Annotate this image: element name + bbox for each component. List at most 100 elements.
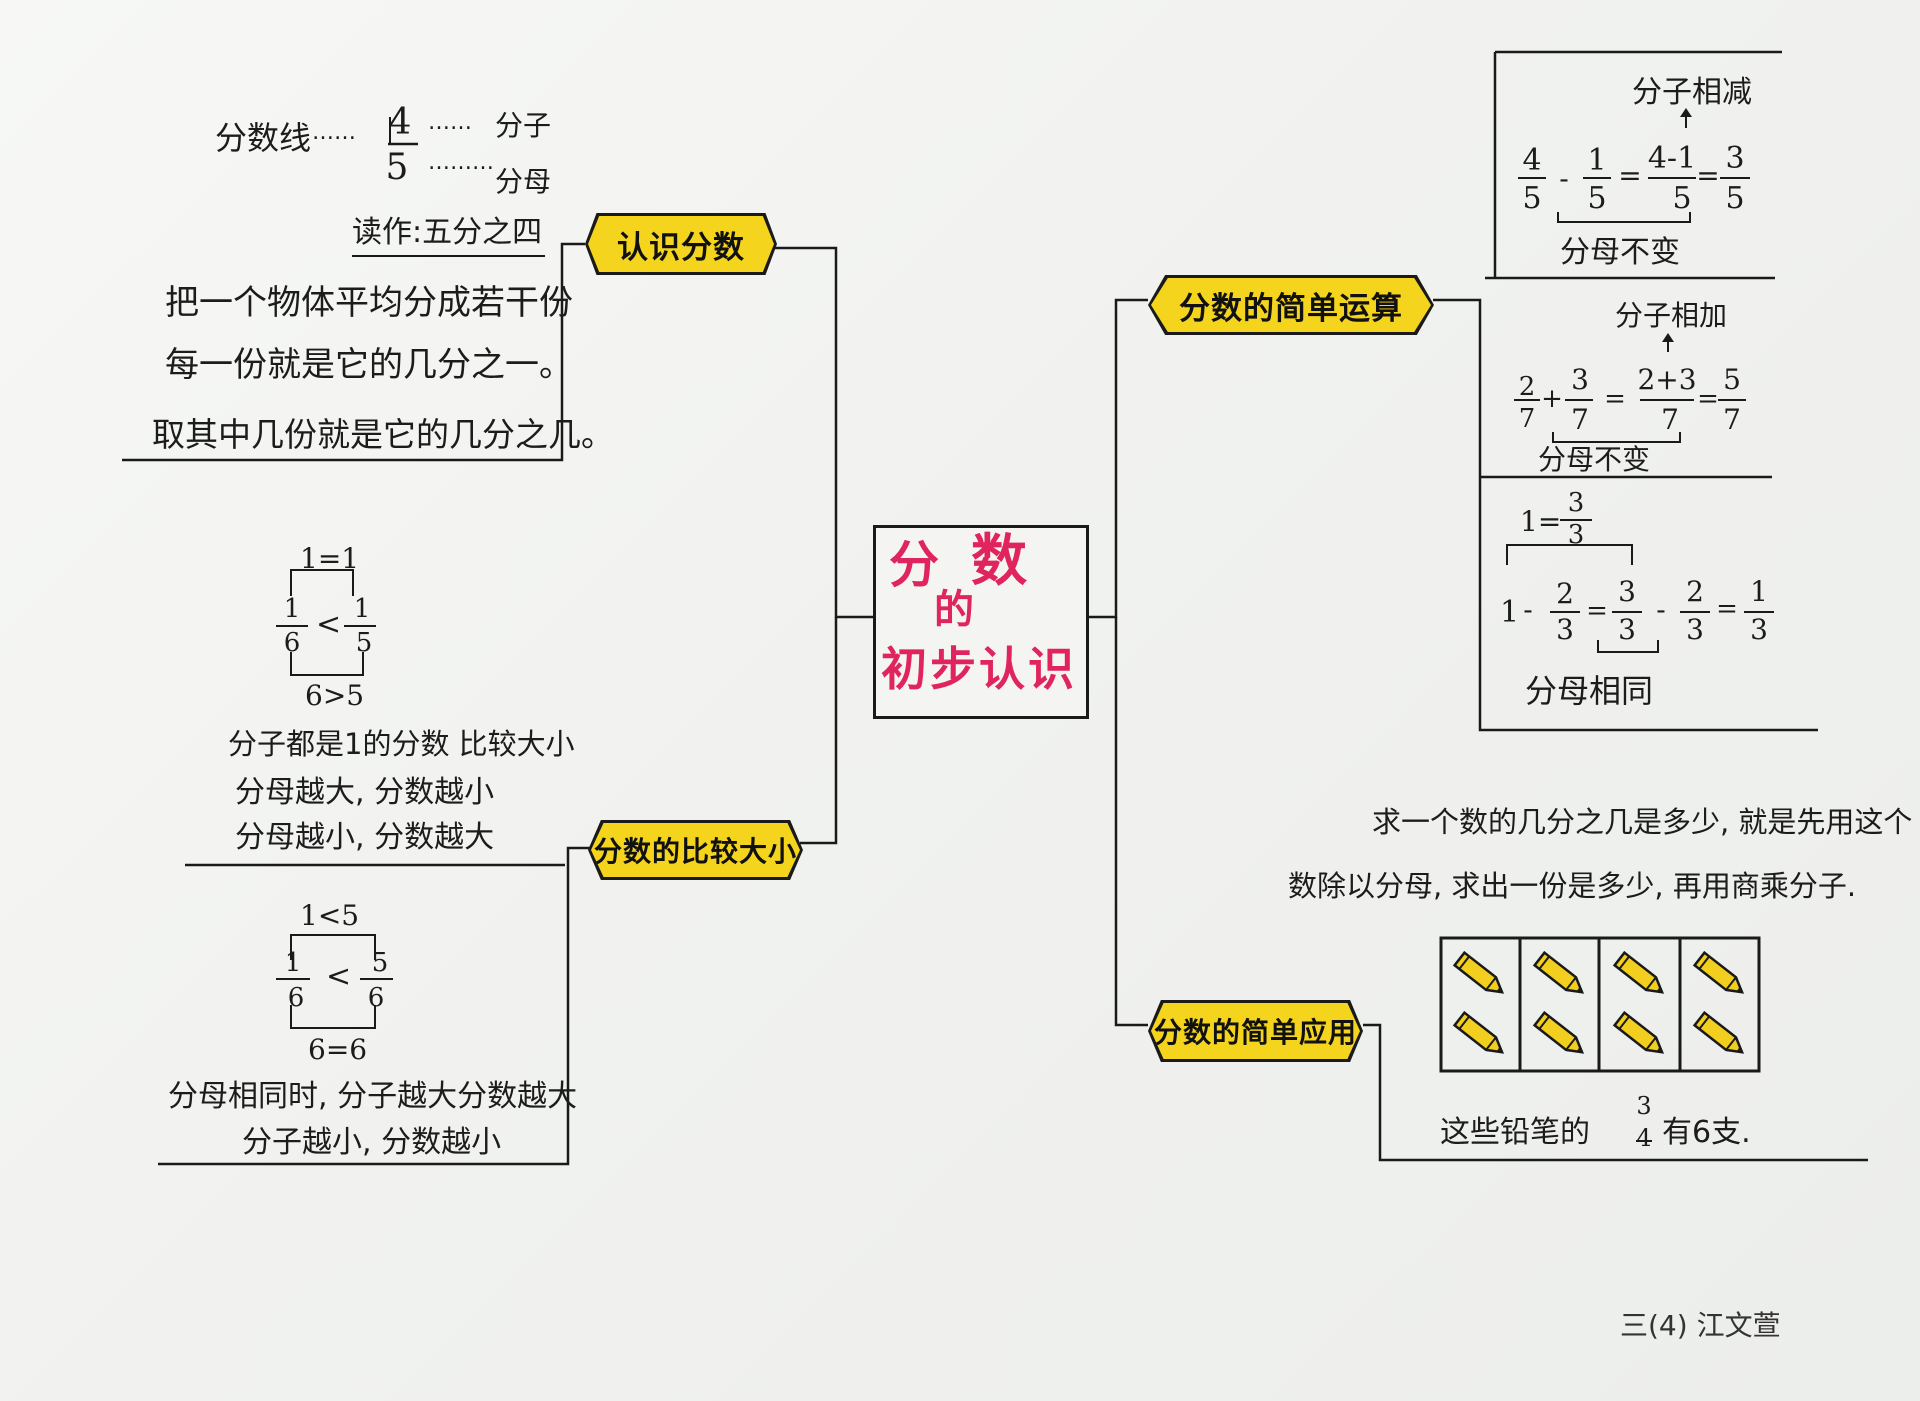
center-title-box: 分 数 的 初步认识: [873, 525, 1089, 719]
sub-a-num: 4: [1522, 143, 1542, 178]
definition-line-3: 取其中几份就是它的几分之几。: [152, 415, 614, 454]
sub-a-den: 5: [1522, 181, 1542, 216]
one-bottom-bracket: [1597, 640, 1659, 653]
center-title-de: 的: [934, 587, 974, 633]
ex1-b-numerator: 1: [353, 594, 371, 624]
add-arrow-head: [1662, 333, 1674, 342]
one-sub-c-den: 3: [1686, 613, 1704, 646]
sub-arrow-head: [1680, 108, 1692, 117]
fraction-line-label: 分数线: [215, 119, 312, 157]
badge-apply: 分数的简单应用: [1148, 1000, 1363, 1062]
center-title-bottom: 初步认识: [881, 642, 1077, 696]
sub-label: 分子相减: [1632, 75, 1752, 110]
pencil-icon: [1612, 950, 1665, 994]
one-sub-a-num: 2: [1556, 577, 1574, 610]
example-denominator: 5: [385, 147, 409, 188]
add-r-num: 5: [1723, 363, 1741, 396]
caption-fraction-num: 3: [1636, 1092, 1652, 1120]
ex1-a-numerator: 1: [283, 594, 301, 624]
sub-c-num: 4-1: [1647, 141, 1697, 176]
pencil-icon: [1452, 950, 1505, 994]
sub-note: 分母不变: [1560, 235, 1680, 270]
dots-3: ………: [428, 150, 494, 175]
caption-suffix: 有6支.: [1662, 1115, 1751, 1150]
badge-know: 认识分数: [585, 213, 777, 275]
one-expr-num: 3: [1567, 488, 1585, 518]
one-sub-op1: -: [1523, 593, 1533, 626]
caption-fraction-den: 4: [1636, 1124, 1652, 1152]
add-op: +: [1541, 384, 1563, 414]
one-sub-op2: -: [1656, 593, 1666, 626]
apply-text-line1: 求一个数的几分之几是多少, 就是先用这个: [1372, 805, 1913, 839]
signature: 三(4) 江文萱: [1620, 1309, 1781, 1342]
rule1-line3: 分母越小, 分数越大: [235, 820, 495, 855]
sub-op: -: [1559, 162, 1569, 195]
ex2-top-bracket: [290, 934, 376, 960]
one-sub-eq1: =: [1586, 596, 1608, 626]
pencil-grid-dividers: [1518, 938, 1682, 1071]
add-note: 分母不变: [1538, 443, 1651, 476]
pencil-icon: [1692, 1010, 1745, 1054]
caption-prefix: 这些铅笔的: [1440, 1115, 1590, 1150]
ex2-a-denominator: 6: [287, 983, 305, 1013]
pencil-icons: [1452, 950, 1745, 1054]
ex1-bottom-text: 6>5: [305, 679, 365, 712]
rule2-line2: 分子越小, 分数越小: [242, 1125, 502, 1160]
connector-calc: [1083, 298, 1148, 619]
calc-frame: [1433, 298, 1818, 732]
ex1-b-denominator: 5: [355, 628, 373, 658]
badge-calc: 分数的简单运算: [1148, 275, 1434, 335]
add-label: 分子相加: [1615, 299, 1728, 332]
ex2-b-numerator: 5: [371, 948, 389, 978]
one-sub-r-num: 1: [1750, 575, 1768, 608]
one-sub-one: 1: [1500, 595, 1520, 630]
pencil-icon: [1452, 1010, 1505, 1054]
ex1-top-bracket: [290, 569, 354, 596]
one-top-bracket: [1506, 544, 1633, 565]
connector-know: [775, 246, 873, 619]
add-c-den: 7: [1661, 403, 1679, 436]
rule1-line2: 分母越大, 分数越小: [235, 775, 495, 810]
ex1-a-denominator: 6: [283, 628, 301, 658]
definition-line-1: 把一个物体平均分成若干份: [165, 283, 573, 323]
add-b-den: 7: [1571, 403, 1589, 436]
one-sub-a-den: 3: [1556, 613, 1574, 646]
compare-frame-line: [158, 846, 595, 1166]
read-as-text: 读作:五分之四: [352, 215, 543, 250]
sub-r-num: 3: [1725, 141, 1745, 176]
dots-1: ……: [312, 120, 356, 145]
center-title-shu: 数: [971, 529, 1027, 594]
sub-c-den: 5: [1672, 181, 1692, 216]
pencil-icon: [1692, 950, 1745, 994]
one-note: 分母相同: [1525, 672, 1654, 710]
add-c-num: 2+3: [1637, 363, 1697, 396]
ex1-bottom-bracket: [290, 652, 364, 676]
badge-calc-label: 分数的简单运算: [1151, 278, 1431, 332]
sub-b-num: 1: [1587, 143, 1607, 178]
sub-eq1: =: [1618, 159, 1642, 192]
apply-frame-line: [1363, 1023, 1868, 1162]
sub-eq2: =: [1696, 159, 1720, 192]
ex2-top-text: 1<5: [300, 899, 360, 932]
badge-know-label: 认识分数: [588, 216, 774, 272]
ex2-b-denominator: 6: [367, 983, 385, 1013]
badge-apply-label: 分数的简单应用: [1151, 1003, 1360, 1059]
ex2-bottom-text: 6=6: [308, 1033, 368, 1066]
one-expr-lhs: 1=: [1520, 505, 1562, 538]
one-expr-den: 3: [1567, 520, 1585, 550]
add-bracket: [1552, 432, 1681, 443]
center-title-fen: 分: [889, 536, 939, 594]
add-eq1: =: [1604, 384, 1626, 414]
one-sub-b-den: 3: [1618, 613, 1636, 646]
rule1-line1: 分子都是1的分数 比较大小: [228, 727, 575, 761]
pencil-icon: [1532, 1010, 1585, 1054]
rule2-line1: 分母相同时, 分子越大分数越大: [168, 1079, 578, 1114]
connector-compare: [800, 617, 838, 845]
numerator-label: 分子: [495, 109, 552, 142]
connector-apply: [1114, 617, 1148, 1027]
ex1-operator: <: [316, 607, 342, 642]
add-eq2: =: [1697, 384, 1719, 414]
sub-bracket: [1557, 212, 1691, 223]
